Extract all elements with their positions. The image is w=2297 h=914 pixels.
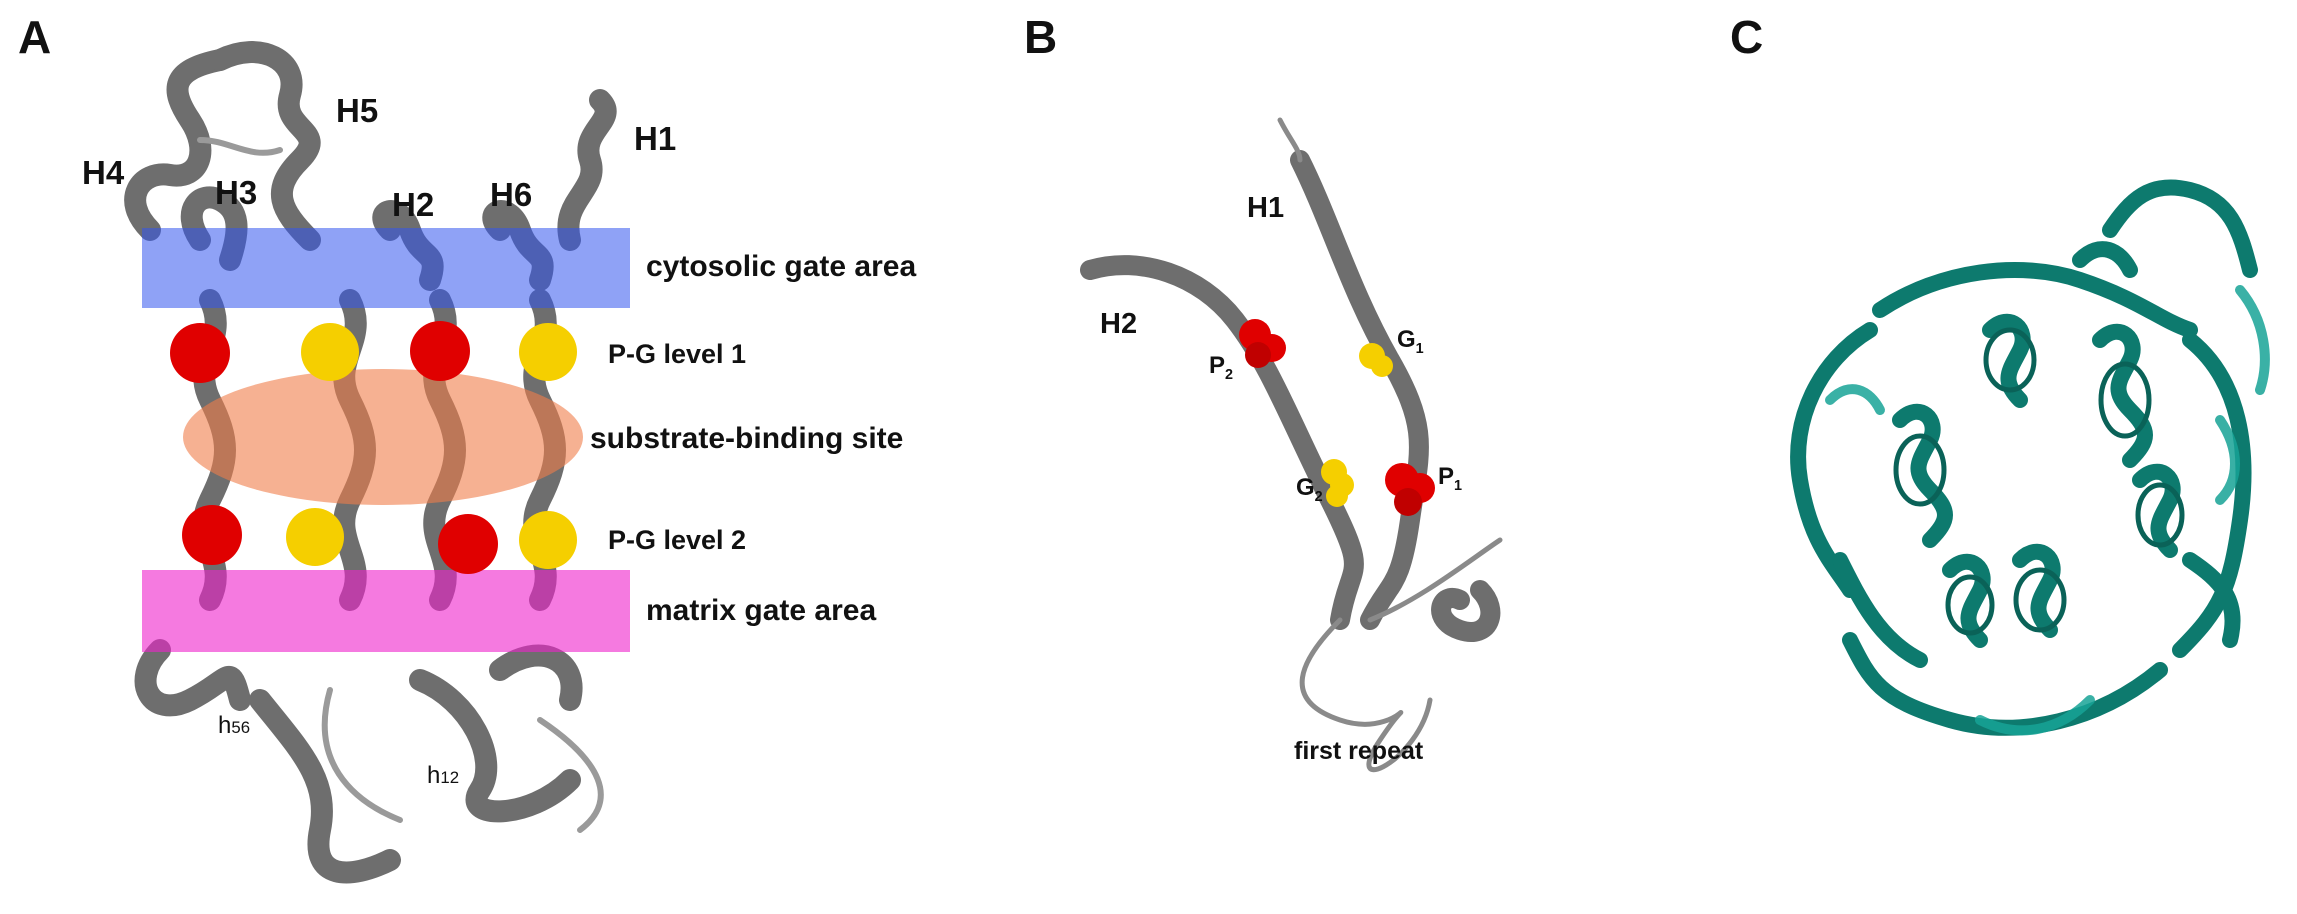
helix-h4-label: H4: [82, 154, 125, 191]
panel-c-label: C: [1730, 11, 1764, 63]
matrix-gate-band: [142, 570, 630, 652]
helix-h2-label: H2: [392, 186, 435, 223]
proline-sphere: [182, 505, 242, 565]
proline-sphere: [410, 321, 470, 381]
helix-h12-label: h12: [427, 762, 460, 789]
matrix-gate-label: matrix gate area: [646, 594, 877, 627]
substrate-binding-band: [183, 369, 583, 505]
panel-c: C: [1720, 0, 2297, 914]
helix-h5-label: H5: [336, 92, 379, 129]
glycine-sphere: [286, 508, 344, 566]
residue-p2-sphere: [1239, 319, 1286, 368]
residue-g1-label: G1: [1397, 326, 1424, 357]
residue-p1-sphere: [1385, 463, 1435, 516]
panel-b-label: B: [1024, 11, 1058, 63]
residue-p2-label: P2: [1209, 352, 1234, 383]
panel-c-structure: [1790, 179, 2270, 736]
cytosolic-gate-band: [142, 228, 630, 308]
panel-b-h1-label: H1: [1247, 192, 1285, 224]
residue-p1-label: P1: [1438, 463, 1463, 494]
panel-b: B: [1000, 0, 1720, 914]
helix-h4-ribbon: [124, 49, 231, 241]
residue-g2-label: G2: [1296, 474, 1323, 505]
pg-level-2-label: P-G level 2: [608, 525, 747, 555]
glycine-sphere: [519, 323, 577, 381]
panel-a-structure: [124, 41, 630, 884]
helix-h1-ribbon: [1290, 150, 1429, 630]
first-repeat-caption: first repeat: [1294, 737, 1424, 765]
proline-sphere: [170, 323, 230, 383]
substrate-site-label: substrate-binding site: [590, 422, 904, 455]
panel-b-h2-label: H2: [1100, 308, 1138, 340]
glycine-sphere: [519, 511, 577, 569]
panel-b-structure: [1080, 117, 1503, 773]
helix-h6-label: H6: [490, 176, 533, 213]
glycine-sphere: [301, 323, 359, 381]
residue-g2-sphere: [1321, 459, 1354, 507]
proline-sphere: [438, 514, 498, 574]
helix-h1-ribbon: [557, 89, 617, 251]
cytosolic-gate-label: cytosolic gate area: [646, 250, 917, 283]
panel-a-label: A: [18, 11, 52, 63]
residue-g1-sphere: [1359, 343, 1393, 377]
helix-h3-label: H3: [215, 174, 258, 211]
helix-h2-ribbon: [1080, 255, 1364, 630]
pg-level-1-label: P-G level 1: [608, 339, 747, 369]
helix-h56-label: h56: [218, 712, 251, 739]
helix-h5-ribbon: [209, 41, 321, 251]
helix-h1-label: H1: [634, 120, 677, 157]
panel-a: A: [0, 0, 980, 914]
